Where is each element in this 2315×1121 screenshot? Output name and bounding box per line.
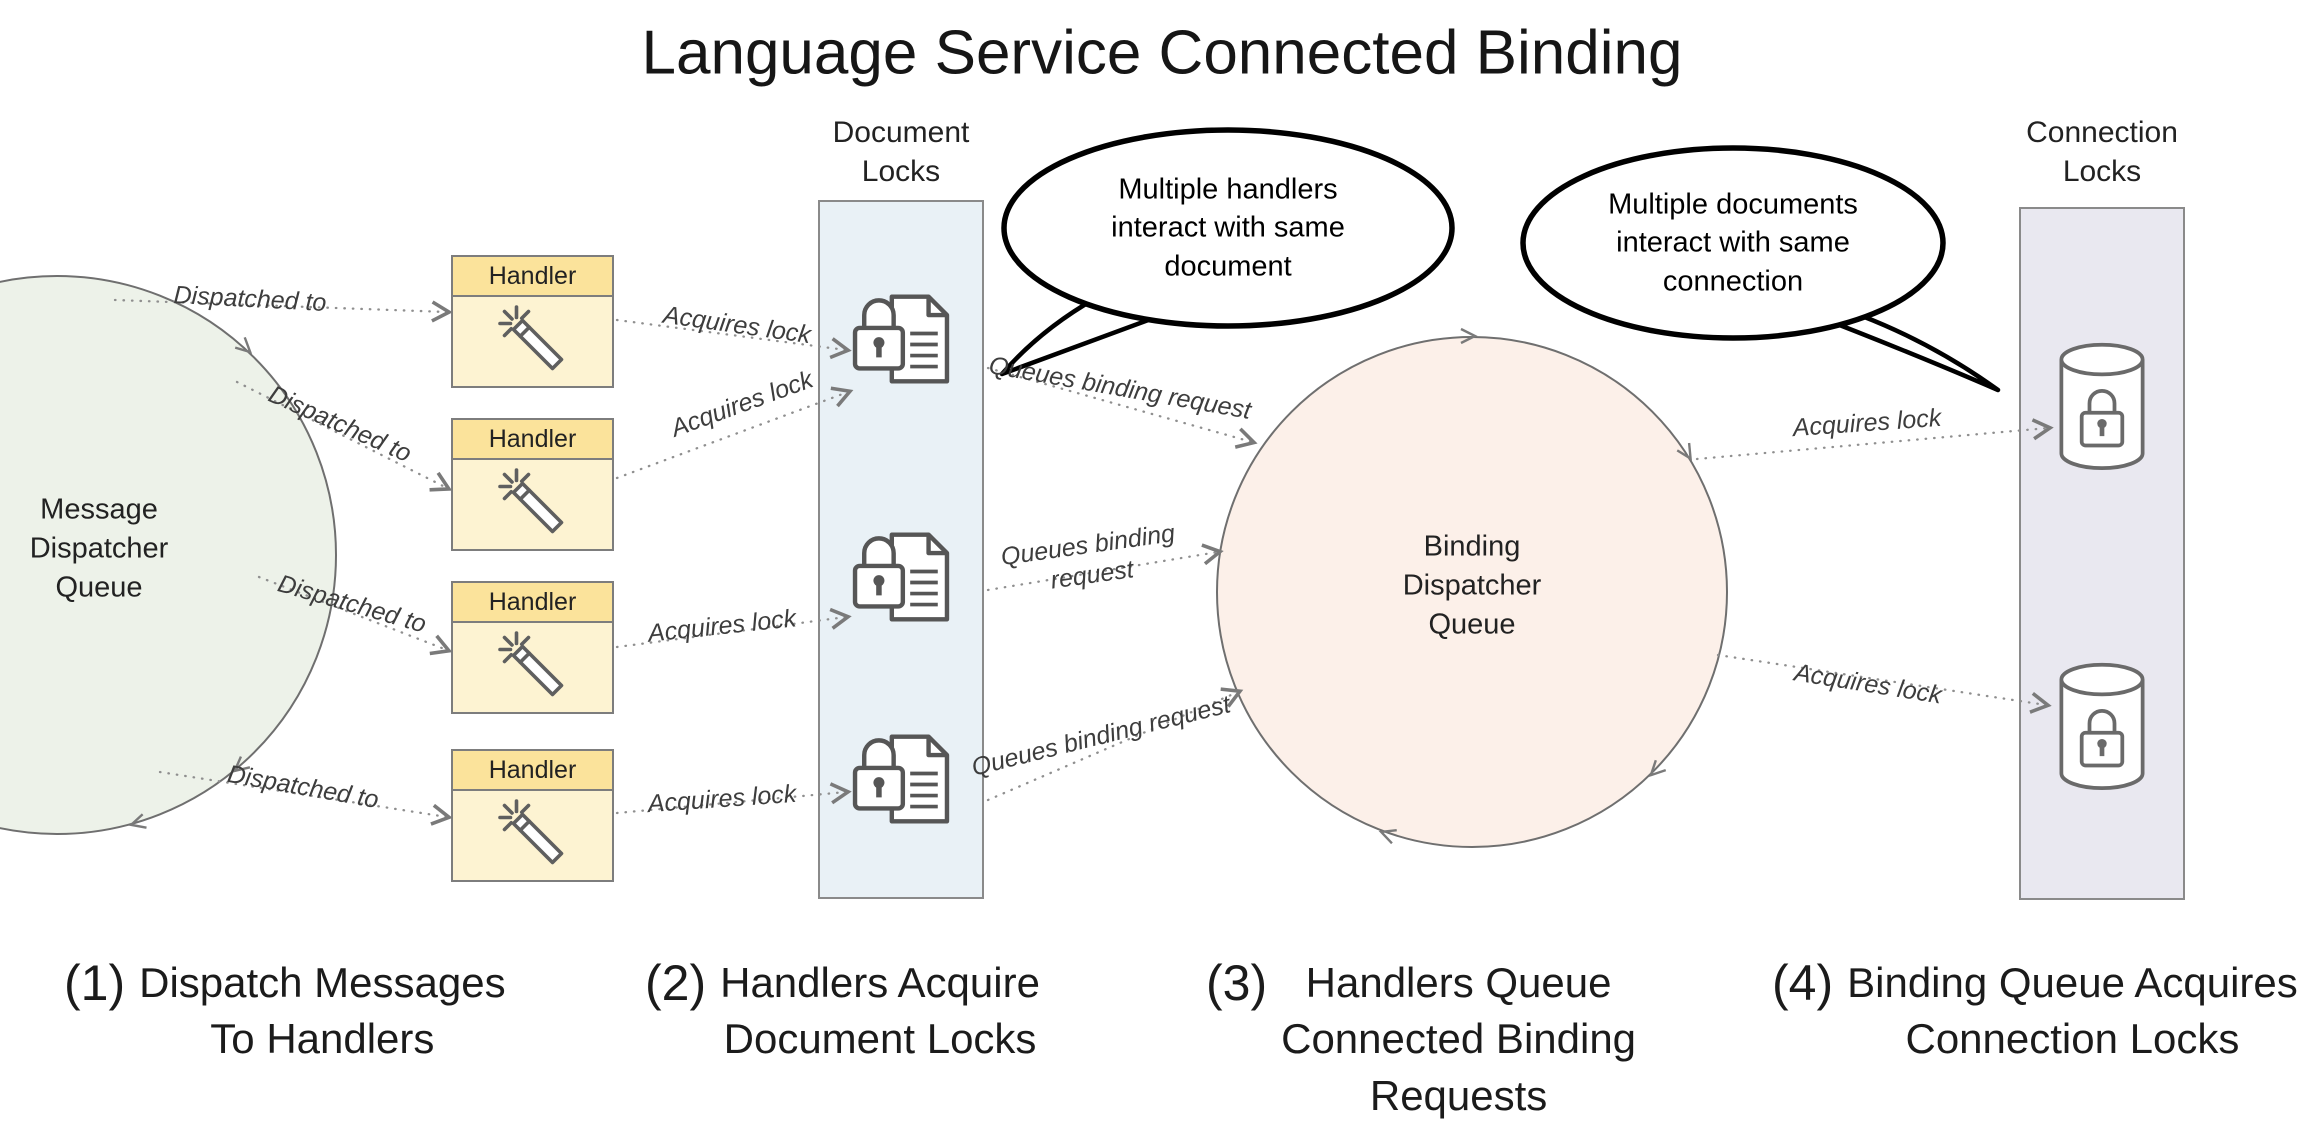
padlock-document-icon: [842, 722, 960, 841]
document-locks-label: Document Locks: [832, 116, 970, 188]
edge-label-dispatched-4: Dispatched to: [225, 759, 381, 815]
padlock-document-icon: [842, 520, 960, 639]
connection-locks-label: Connection Locks: [2026, 116, 2178, 188]
magic-wand-icon: [497, 304, 569, 381]
caption-2: (2) Handlers Acquire Document Locks: [645, 955, 1040, 1068]
edge-label-acquires-lock-3: Acquires lock: [646, 604, 798, 648]
padlock-document-icon: [842, 282, 960, 401]
edge-label-queues-binding-2: Queues binding request: [999, 519, 1177, 595]
edge-label-acquires-lock-right-2: Acquires lock: [1792, 658, 1944, 710]
handler-title: Handler: [453, 420, 612, 460]
caption-number: (1): [64, 955, 126, 1011]
caption-1: (1) Dispatch Messages To Handlers: [64, 955, 506, 1068]
handler-box-2: Handler: [451, 418, 614, 551]
edge-label-acquires-lock-2: Acquires lock: [667, 365, 817, 443]
binding-dispatcher-queue-circle: [1216, 336, 1728, 848]
binding-dispatcher-queue-label: Binding Dispatcher Queue: [1402, 530, 1542, 641]
speech-bubble-documents-text: Multiple documents interact with same co…: [1608, 188, 1858, 298]
edge-label-queues-binding-3: Queues binding request: [968, 690, 1234, 782]
caption-text: Handlers Queue Connected Binding Request…: [1281, 959, 1637, 1119]
edge-label-acquires-lock-1: Acquires lock: [661, 300, 813, 350]
handler-box-4: Handler: [451, 749, 614, 882]
handler-title: Handler: [453, 751, 612, 791]
caption-text: Handlers Acquire Document Locks: [720, 959, 1040, 1063]
handler-title: Handler: [453, 583, 612, 623]
caption-4: (4) Binding Queue Acquires Connection Lo…: [1772, 955, 2298, 1068]
caption-text: Binding Queue Acquires Connection Locks: [1847, 959, 2298, 1063]
caption-3: (3) Handlers Queue Connected Binding Req…: [1206, 955, 1636, 1121]
magic-wand-icon: [497, 467, 569, 544]
edge-label-acquires-lock-right-1: Acquires lock: [1791, 403, 1943, 443]
diagram-title: Language Service Connected Binding: [641, 18, 1683, 88]
database-padlock-icon: [2052, 658, 2152, 803]
magic-wand-icon: [497, 798, 569, 875]
message-dispatcher-queue-label: Message Dispatcher Queue: [29, 493, 169, 604]
database-padlock-icon: [2052, 338, 2152, 483]
caption-number: (2): [645, 955, 707, 1011]
magic-wand-icon: [497, 630, 569, 707]
handler-title: Handler: [453, 257, 612, 297]
handler-box-1: Handler: [451, 255, 614, 388]
caption-number: (4): [1772, 955, 1834, 1011]
speech-bubble-handlers-text: Multiple handlers interact with same doc…: [1111, 173, 1345, 283]
handler-box-3: Handler: [451, 581, 614, 714]
edge-label-acquires-lock-4: Acquires lock: [646, 779, 798, 819]
caption-text: Dispatch Messages To Handlers: [139, 959, 506, 1063]
caption-number: (3): [1206, 955, 1268, 1011]
edge-label-queues-binding-1: Queues binding request: [986, 351, 1254, 425]
